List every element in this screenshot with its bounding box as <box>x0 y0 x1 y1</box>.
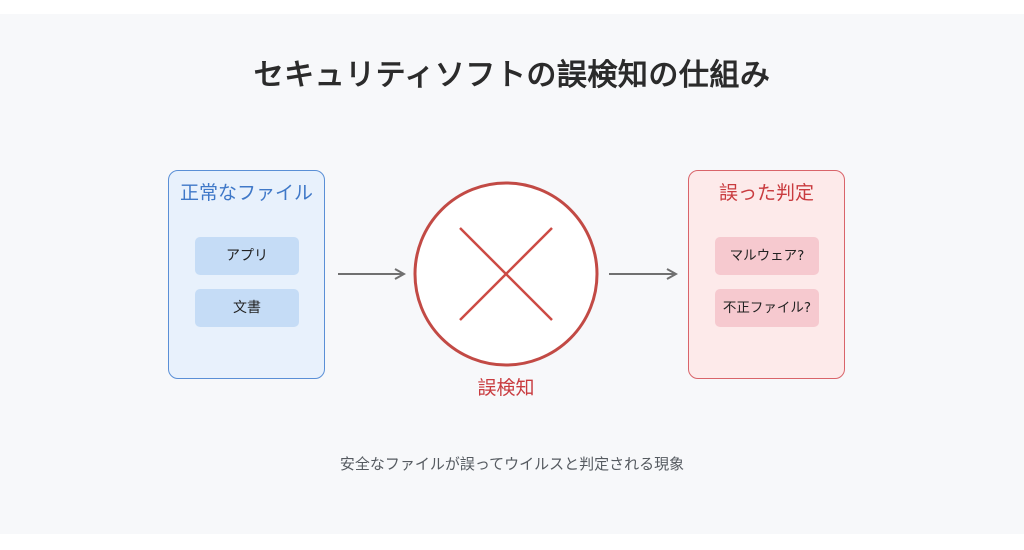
wrong-judgment-label: 誤った判定 <box>718 182 814 204</box>
malware-item: マルウェア? <box>715 237 819 275</box>
wrong-judgment-box: 誤った判定 マルウェア? 不正ファイル? <box>688 170 845 379</box>
page-title: セキュリティソフトの誤検知の仕組み <box>253 58 771 93</box>
normal-file-box: 正常なファイル アプリ 文書 <box>168 170 325 379</box>
normal-file-label: 正常なファイル <box>179 182 313 204</box>
malicious-file-item: 不正ファイル? <box>715 289 819 327</box>
cross-icon <box>459 227 553 321</box>
false-positive-label: 誤検知 <box>477 377 535 399</box>
document-item: 文書 <box>195 289 299 327</box>
app-item: アプリ <box>195 237 299 275</box>
diagram-caption: 安全なファイルが誤ってウイルスと判定される現象 <box>339 455 685 473</box>
